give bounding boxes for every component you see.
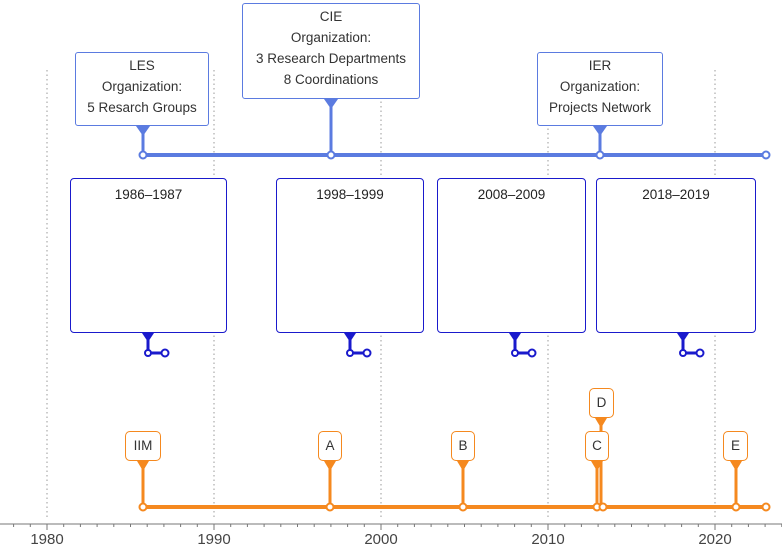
network-panel-title: 2008–2009 [477, 187, 546, 202]
event-box-e: E [723, 431, 748, 461]
year-label-2000: 2000 [364, 531, 398, 548]
network-panel-1986-1987: 1986–1987 [70, 178, 227, 333]
network-panel-title: 1998–1999 [316, 187, 384, 202]
year-label-1990: 1990 [197, 531, 231, 548]
org-cie-title: CIE [319, 9, 343, 24]
event-timeline-node [761, 502, 771, 512]
org-timeline-node [138, 150, 148, 160]
org-les-title: LES [129, 58, 155, 73]
event-callout-pointer [324, 461, 336, 471]
event-box-iim: IIM [125, 431, 161, 461]
network-node [362, 348, 372, 358]
network-panel-2008-2009: 2008–2009 [437, 178, 586, 333]
event-box-a: A [318, 431, 342, 461]
org-ier-line-3: Projects Network [548, 100, 652, 115]
network-node [695, 348, 705, 358]
event-box-c: C [585, 431, 609, 461]
event-timeline-node [138, 502, 148, 512]
network-node [160, 348, 170, 358]
network-panel-title: 1986–1987 [114, 187, 183, 202]
org-box-cie: CIE Organization: 3 Research Departments… [242, 3, 420, 99]
event-callout-pointer [595, 418, 607, 428]
org-callout-pointer [136, 126, 150, 136]
org-ier-line-2: Organization: [559, 79, 641, 94]
year-label-2020: 2020 [698, 531, 732, 548]
org-timeline-node [595, 150, 605, 160]
event-callout-pointer [457, 461, 469, 471]
org-cie-line-4: 8 Coordinations [283, 72, 379, 87]
network-node [144, 349, 152, 357]
org-les-line-2: Organization: [101, 79, 183, 94]
event-timeline-node [458, 502, 468, 512]
org-box-les: LES Organization: 5 Resarch Groups [75, 52, 209, 126]
org-ier-title: IER [588, 58, 612, 73]
org-cie-line-2: Organization: [290, 30, 372, 45]
year-label-2010: 2010 [531, 531, 565, 548]
year-label-1980: 1980 [30, 531, 64, 548]
network-node [527, 348, 537, 358]
org-callout-pointer [593, 126, 607, 136]
network-panel-title: 2018–2019 [642, 187, 710, 202]
org-cie-line-3: 3 Research Departments [255, 51, 407, 66]
org-timeline-node [761, 150, 771, 160]
org-box-ier: IER Organization: Projects Network [537, 52, 663, 126]
event-callout-pointer [137, 461, 149, 471]
network-node [679, 349, 687, 357]
network-node [346, 349, 354, 357]
event-timeline-node [731, 502, 741, 512]
network-panel-2018-2019: 2018–2019 [596, 178, 756, 333]
event-timeline-node [325, 502, 335, 512]
network-panel-1998-1999: 1998–1999 [276, 178, 424, 333]
event-box-d: D [589, 388, 614, 418]
event-timeline-node [598, 502, 608, 512]
event-box-b: B [451, 431, 475, 461]
org-les-line-3: 5 Resarch Groups [87, 100, 197, 115]
org-callout-pointer [324, 99, 338, 109]
network-node [511, 349, 519, 357]
event-callout-pointer [730, 461, 742, 471]
org-timeline-node [326, 150, 336, 160]
